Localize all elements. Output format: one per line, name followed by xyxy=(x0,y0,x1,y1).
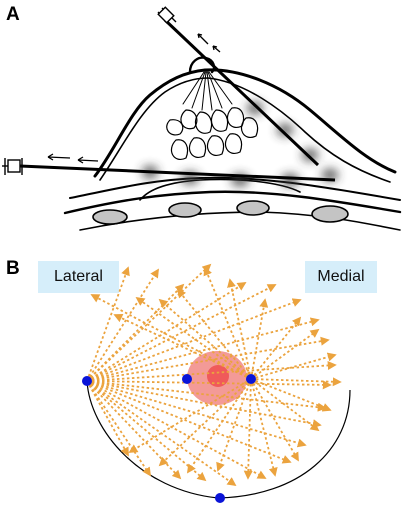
rib-ovals xyxy=(92,200,349,225)
dotted-arrow xyxy=(86,282,247,382)
lesion-right-marker xyxy=(246,374,256,384)
panel-b-letter: B xyxy=(6,258,20,279)
dotted-arrow xyxy=(227,278,252,380)
dotted-arrow xyxy=(216,378,252,472)
dotted-arrow xyxy=(158,298,252,380)
dotted-arrow-layer xyxy=(86,263,342,487)
dotted-arrow xyxy=(250,328,320,380)
dotted-arrow xyxy=(250,377,342,387)
dotted-arrow xyxy=(86,284,277,382)
dotted-arrow xyxy=(135,296,252,380)
dotted-arrow xyxy=(86,380,267,479)
lesion-left-marker xyxy=(182,374,192,384)
dotted-arrow xyxy=(158,378,252,467)
dotted-arrow xyxy=(86,266,130,382)
dotted-arrow xyxy=(86,380,207,482)
dotted-arrow xyxy=(250,316,302,380)
lateral-insertion-marker xyxy=(82,376,92,386)
dotted-arrow xyxy=(176,288,252,380)
inner-contour xyxy=(99,77,391,183)
dotted-arrow xyxy=(86,380,237,487)
panel-a-illustration xyxy=(2,6,402,231)
panel-a-letter: A xyxy=(6,4,20,25)
dotted-arrow xyxy=(243,378,253,480)
lobules xyxy=(166,107,259,160)
dotted-arrow xyxy=(86,360,337,382)
dotted-arrow xyxy=(128,378,252,453)
upper-needle xyxy=(163,18,320,167)
dotted-arrow xyxy=(86,336,330,382)
duct-lines xyxy=(182,71,233,111)
lower-needle-hub xyxy=(2,158,23,175)
lower-withdraw-arrows xyxy=(47,153,99,164)
medial-label: Medial xyxy=(305,261,377,293)
dotted-arrow xyxy=(186,378,252,474)
upper-needle-hub xyxy=(157,6,177,27)
fascia-line-2 xyxy=(63,190,402,215)
dotted-arrow xyxy=(113,313,252,380)
dotted-arrow xyxy=(86,380,152,477)
bottom-insertion-marker xyxy=(215,493,225,503)
dotted-arrow xyxy=(250,378,332,412)
muscle-contour xyxy=(139,178,301,201)
upper-withdraw-arrows xyxy=(197,33,221,53)
dotted-arrow xyxy=(250,378,320,432)
dotted-arrow xyxy=(86,380,129,457)
dotted-arrow xyxy=(203,266,252,380)
dotted-arrow xyxy=(250,298,269,380)
dotted-arrow xyxy=(86,380,292,464)
dotted-arrow xyxy=(250,378,299,462)
dotted-arrow xyxy=(86,263,212,382)
lesion-inner xyxy=(207,365,229,387)
dotted-arrow xyxy=(86,380,332,390)
lower-needle xyxy=(19,164,336,182)
lateral-label: Lateral xyxy=(38,261,119,293)
fascia-line-1 xyxy=(69,176,401,201)
dotted-arrow xyxy=(86,268,159,382)
dotted-arrow xyxy=(250,378,278,477)
